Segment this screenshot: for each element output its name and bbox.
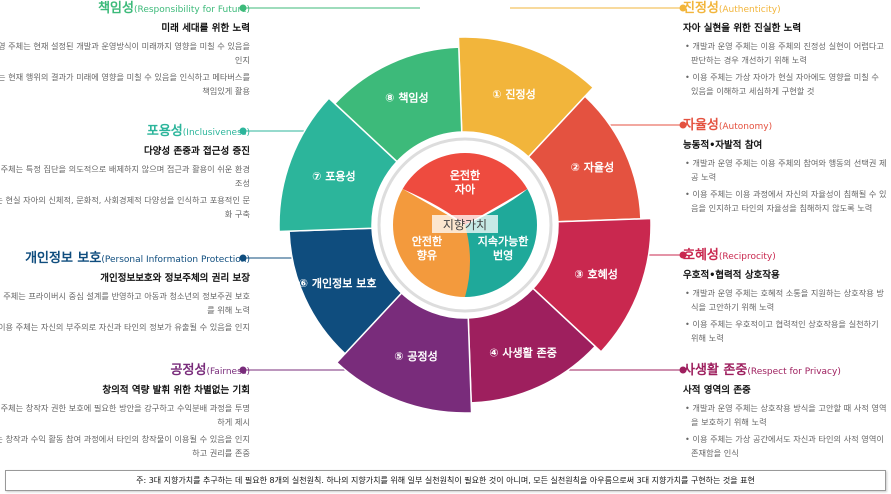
principle-name: 공정성 bbox=[170, 363, 207, 378]
principle-name: 호혜성 bbox=[683, 248, 719, 263]
center-title: 지향가치 bbox=[443, 218, 487, 232]
principle-bullet: • 이용 주체는 창작과 수익 활동 참여 과정에서 타인의 창작물이 이용될 … bbox=[0, 434, 250, 458]
core-value-label: 안전한 bbox=[412, 234, 442, 248]
principle-subtitle: 사적 영역의 존중 bbox=[683, 385, 751, 396]
principle-bullet: • 개발과 운영 주체는 이용 주체의 참여와 행동의 선택권 제공 노력 bbox=[685, 158, 887, 182]
principle-bullet: • 개발과 운영 주체는 프라이버시 중심 설계를 반영하고 아동과 청소년의 … bbox=[0, 291, 250, 315]
wheel-segment: ① 진정성 bbox=[457, 36, 595, 159]
principle-subtitle: 자아 실현을 위한 진실한 노력 bbox=[683, 23, 802, 34]
principle-title: 개인정보 보호(Personal Information Protection) bbox=[0, 250, 250, 269]
principle-bullet: • 개발과 운영 주체는 현재 설정된 개발과 운영방식이 미래까지 영향을 미… bbox=[0, 41, 250, 65]
principle-subtitle: 창의적 역량 발휘 위한 차별없는 기회 bbox=[102, 385, 250, 396]
principle-english: (Respect for Privacy) bbox=[747, 367, 841, 377]
inner-ring-shadow bbox=[377, 137, 553, 313]
principle-title: 사생활 존중(Respect for Privacy) bbox=[683, 362, 888, 381]
connector-dot bbox=[239, 127, 247, 135]
segment-label: ④ 사생활 존중 bbox=[489, 345, 557, 359]
principle-subtitle: 개인정보보호와 정보주체의 권리 보장 bbox=[100, 273, 250, 284]
principle-title: 책임성(Responsibility for Future) bbox=[0, 0, 250, 19]
principle-english: (Fairness) bbox=[206, 367, 250, 377]
core-value-shape bbox=[402, 153, 528, 225]
principle-subtitle: 다양성 존중과 접근성 증진 bbox=[143, 146, 250, 157]
core-value-label: 온전한 bbox=[450, 168, 480, 182]
connector-dot bbox=[679, 366, 687, 374]
principle-respect-privacy: 사생활 존중(Respect for Privacy) 사적 영역의 존중 • 개… bbox=[683, 362, 888, 463]
principle-english: (Reciprocity) bbox=[718, 252, 776, 262]
principle-subtitle: 우호적•협력적 상호작용 bbox=[683, 270, 780, 281]
connector-dot bbox=[239, 254, 247, 262]
principle-bullet: • 이용 주체는 가상 공간에서도 자신과 타인의 사적 영역이 존재함을 인식 bbox=[685, 434, 884, 458]
principle-title: 자율성(Autonomy) bbox=[683, 117, 888, 136]
segment-label: ⑤ 공정성 bbox=[394, 349, 438, 363]
principle-name: 사생활 존중 bbox=[683, 363, 748, 378]
connector-dot bbox=[679, 251, 687, 259]
principle-fairness: 공정성(Fairness) 창의적 역량 발휘 위한 차별없는 기회 • 개발과 … bbox=[0, 362, 250, 463]
segment-label: ⑦ 포용성 bbox=[312, 169, 356, 183]
principle-privacy-protection: 개인정보 보호(Personal Information Protection)… bbox=[0, 250, 250, 337]
principle-bullet: • 이용 주체는 우호적이고 협력적인 상호작용을 실천하기 위해 노력 bbox=[685, 319, 879, 343]
connector-dot bbox=[239, 366, 247, 374]
principle-bullet: • 이용 주체는 가상 자아가 현실 자아에도 영향을 미칠 수 있음을 이해하… bbox=[685, 72, 879, 96]
core-value-label: 자아 bbox=[455, 182, 476, 196]
principle-title: 포용성(Inclusiveness) bbox=[0, 123, 250, 142]
principle-authenticity: 진정성(Authenticity) 자아 실현을 위한 진실한 노력 • 개발과 … bbox=[683, 0, 888, 101]
wheel-segment: ③ 호혜성 bbox=[531, 217, 652, 353]
segment-label: ⑧ 책임성 bbox=[385, 91, 429, 105]
principle-bullet: • 개발과 운영 주체는 특정 집단을 의도적으로 배제하지 않으며 접근과 활… bbox=[0, 164, 250, 188]
principle-subtitle: 능동적•자발적 참여 bbox=[683, 140, 763, 151]
principle-english: (Responsibility for Future) bbox=[133, 5, 250, 15]
core-value-shape bbox=[393, 189, 470, 297]
principle-bullet: • 이용 주체는 현재 행위의 결과가 미래에 영향을 미칠 수 있음을 인식하… bbox=[0, 72, 250, 96]
principle-english: (Inclusiveness) bbox=[182, 128, 250, 138]
wheel-segment: ④ 사생활 존중 bbox=[467, 287, 597, 404]
principle-title: 공정성(Fairness) bbox=[0, 362, 250, 381]
connector-dot bbox=[679, 4, 687, 12]
segment-label: ② 자율성 bbox=[571, 160, 615, 174]
wheel-segment: ⑥ 개인정보 보호 bbox=[288, 227, 403, 355]
principle-bullet: • 개발과 운영 주체는 창작자 권한 보호에 필요한 방안을 강구하고 수익분… bbox=[0, 403, 250, 427]
principle-reciprocity: 호혜성(Reciprocity) 우호적•협력적 상호작용 • 개발과 운영 주체… bbox=[683, 247, 888, 348]
connector-dot bbox=[239, 4, 247, 12]
segment-label: ① 진정성 bbox=[492, 87, 536, 101]
principle-bullet: • 개발과 운영 주체는 호혜적 소통을 지원하는 상호작용 방식을 고안하기 … bbox=[685, 288, 884, 312]
footnote: 주: 3대 지향가치를 추구하는 데 필요한 8개의 실천원칙. 하나의 지향가… bbox=[5, 470, 886, 491]
principle-name: 개인정보 보호 bbox=[25, 251, 102, 266]
core-value-label: 향유 bbox=[417, 248, 437, 262]
principle-name: 책임성 bbox=[98, 1, 134, 16]
principle-name: 자율성 bbox=[683, 118, 719, 133]
principle-english: (Autonomy) bbox=[718, 122, 773, 132]
connector-dot bbox=[679, 121, 687, 129]
segment-label: ③ 호혜성 bbox=[574, 267, 618, 281]
segment-label: ⑥ 개인정보 보호 bbox=[299, 276, 377, 290]
core-value-label: 지속가능한 bbox=[478, 234, 529, 248]
principle-bullet: • 이용 주체는 이용 과정에서 자신의 자율성이 침해될 수 있음을 인지하고… bbox=[685, 189, 887, 213]
principle-inclusiveness: 포용성(Inclusiveness) 다양성 존중과 접근성 증진 • 개발과 운… bbox=[0, 123, 250, 224]
principle-english: (Authenticity) bbox=[718, 5, 781, 15]
principle-bullet: • 이용 주체는 현실 자아의 신체적, 문화적, 사회경제적 다양성을 인식하… bbox=[0, 195, 250, 219]
principle-title: 호혜성(Reciprocity) bbox=[683, 247, 888, 266]
principle-bullet: • 개발과 운영 주체는 이용 주체의 진정성 실현이 어렵다고 판단하는 경우… bbox=[685, 41, 884, 65]
principle-subtitle: 미래 세대를 위한 노력 bbox=[161, 23, 250, 34]
principle-name: 포용성 bbox=[146, 124, 183, 139]
principle-bullet: • 이용 주체는 자신의 부주의로 자신과 타인의 정보가 유출될 수 있음을 … bbox=[0, 322, 250, 332]
principle-title: 진정성(Authenticity) bbox=[683, 0, 888, 19]
core-value-shape bbox=[465, 189, 537, 297]
principle-name: 진정성 bbox=[683, 1, 719, 16]
principle-bullet: • 개발과 운영 주체는 상호작용 방식을 고안할 때 사적 영역을 보호하기 … bbox=[685, 403, 887, 427]
center-title-bg bbox=[432, 215, 498, 233]
principle-autonomy: 자율성(Autonomy) 능동적•자발적 참여 • 개발과 운영 주체는 이용 … bbox=[683, 117, 888, 218]
core-value-label: 번영 bbox=[493, 248, 513, 262]
principle-responsibility: 책임성(Responsibility for Future) 미래 세대를 위한… bbox=[0, 0, 250, 101]
principle-english: (Personal Information Protection) bbox=[101, 255, 250, 265]
